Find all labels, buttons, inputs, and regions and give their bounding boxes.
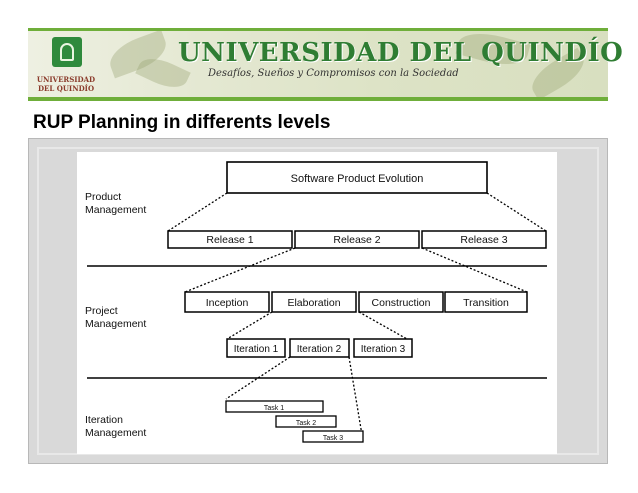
box-elaboration	[271, 291, 357, 313]
text-task-2: Task 2	[296, 420, 316, 427]
text-iteration-3: Iteration 3	[361, 344, 406, 355]
logo-text-line2: DEL QUINDÍO	[37, 84, 95, 93]
shield-icon	[52, 37, 82, 67]
box-transition	[444, 291, 528, 313]
box-inception	[184, 291, 270, 313]
label-iteration-2: Management	[85, 427, 146, 439]
text-release-2: Release 2	[333, 234, 380, 246]
box-release-1	[167, 230, 293, 249]
box-release-3	[421, 230, 547, 249]
box-task-2	[275, 415, 337, 428]
text-release-1: Release 1	[206, 234, 253, 246]
box-iteration-1	[226, 338, 286, 358]
label-project-1: Project	[85, 305, 118, 317]
label-product-1: Product	[85, 191, 121, 203]
text-elaboration: Elaboration	[287, 297, 340, 309]
box-software-product-evolution	[226, 161, 488, 194]
text-iteration-2: Iteration 2	[297, 344, 342, 355]
logo-text-line1: UNIVERSIDAD	[36, 75, 96, 84]
slide-title: RUP Planning in differents levels	[33, 112, 331, 133]
text-task-1: Task 1	[264, 405, 284, 412]
text-construction: Construction	[372, 297, 431, 309]
text-transition: Transition	[463, 297, 509, 309]
box-task-1	[225, 400, 324, 413]
university-motto: Desafíos, Sueños y Compromisos con la So…	[208, 68, 459, 79]
label-iteration-1: Iteration	[85, 414, 123, 426]
box-iteration-3	[353, 338, 413, 358]
university-name: UNIVERSIDAD DEL QUINDÍO	[178, 38, 624, 68]
text-software-product-evolution: Software Product Evolution	[291, 173, 424, 185]
box-release-2	[294, 230, 420, 249]
text-iteration-1: Iteration 1	[234, 344, 279, 355]
box-task-3	[302, 430, 364, 443]
university-banner	[28, 31, 608, 97]
label-project-2: Management	[85, 318, 146, 330]
text-inception: Inception	[206, 297, 249, 309]
university-logo[interactable]: UNIVERSIDAD DEL QUINDÍO	[28, 31, 104, 97]
box-iteration-2	[289, 338, 350, 358]
text-task-3: Task 3	[323, 435, 343, 442]
label-product-2: Management	[85, 204, 146, 216]
banner-top-bar	[28, 28, 608, 31]
text-release-3: Release 3	[460, 234, 507, 246]
box-construction	[358, 291, 444, 313]
banner-bottom-bar	[28, 97, 608, 101]
rup-planning-diagram: Product Management Project Management It…	[77, 152, 557, 454]
